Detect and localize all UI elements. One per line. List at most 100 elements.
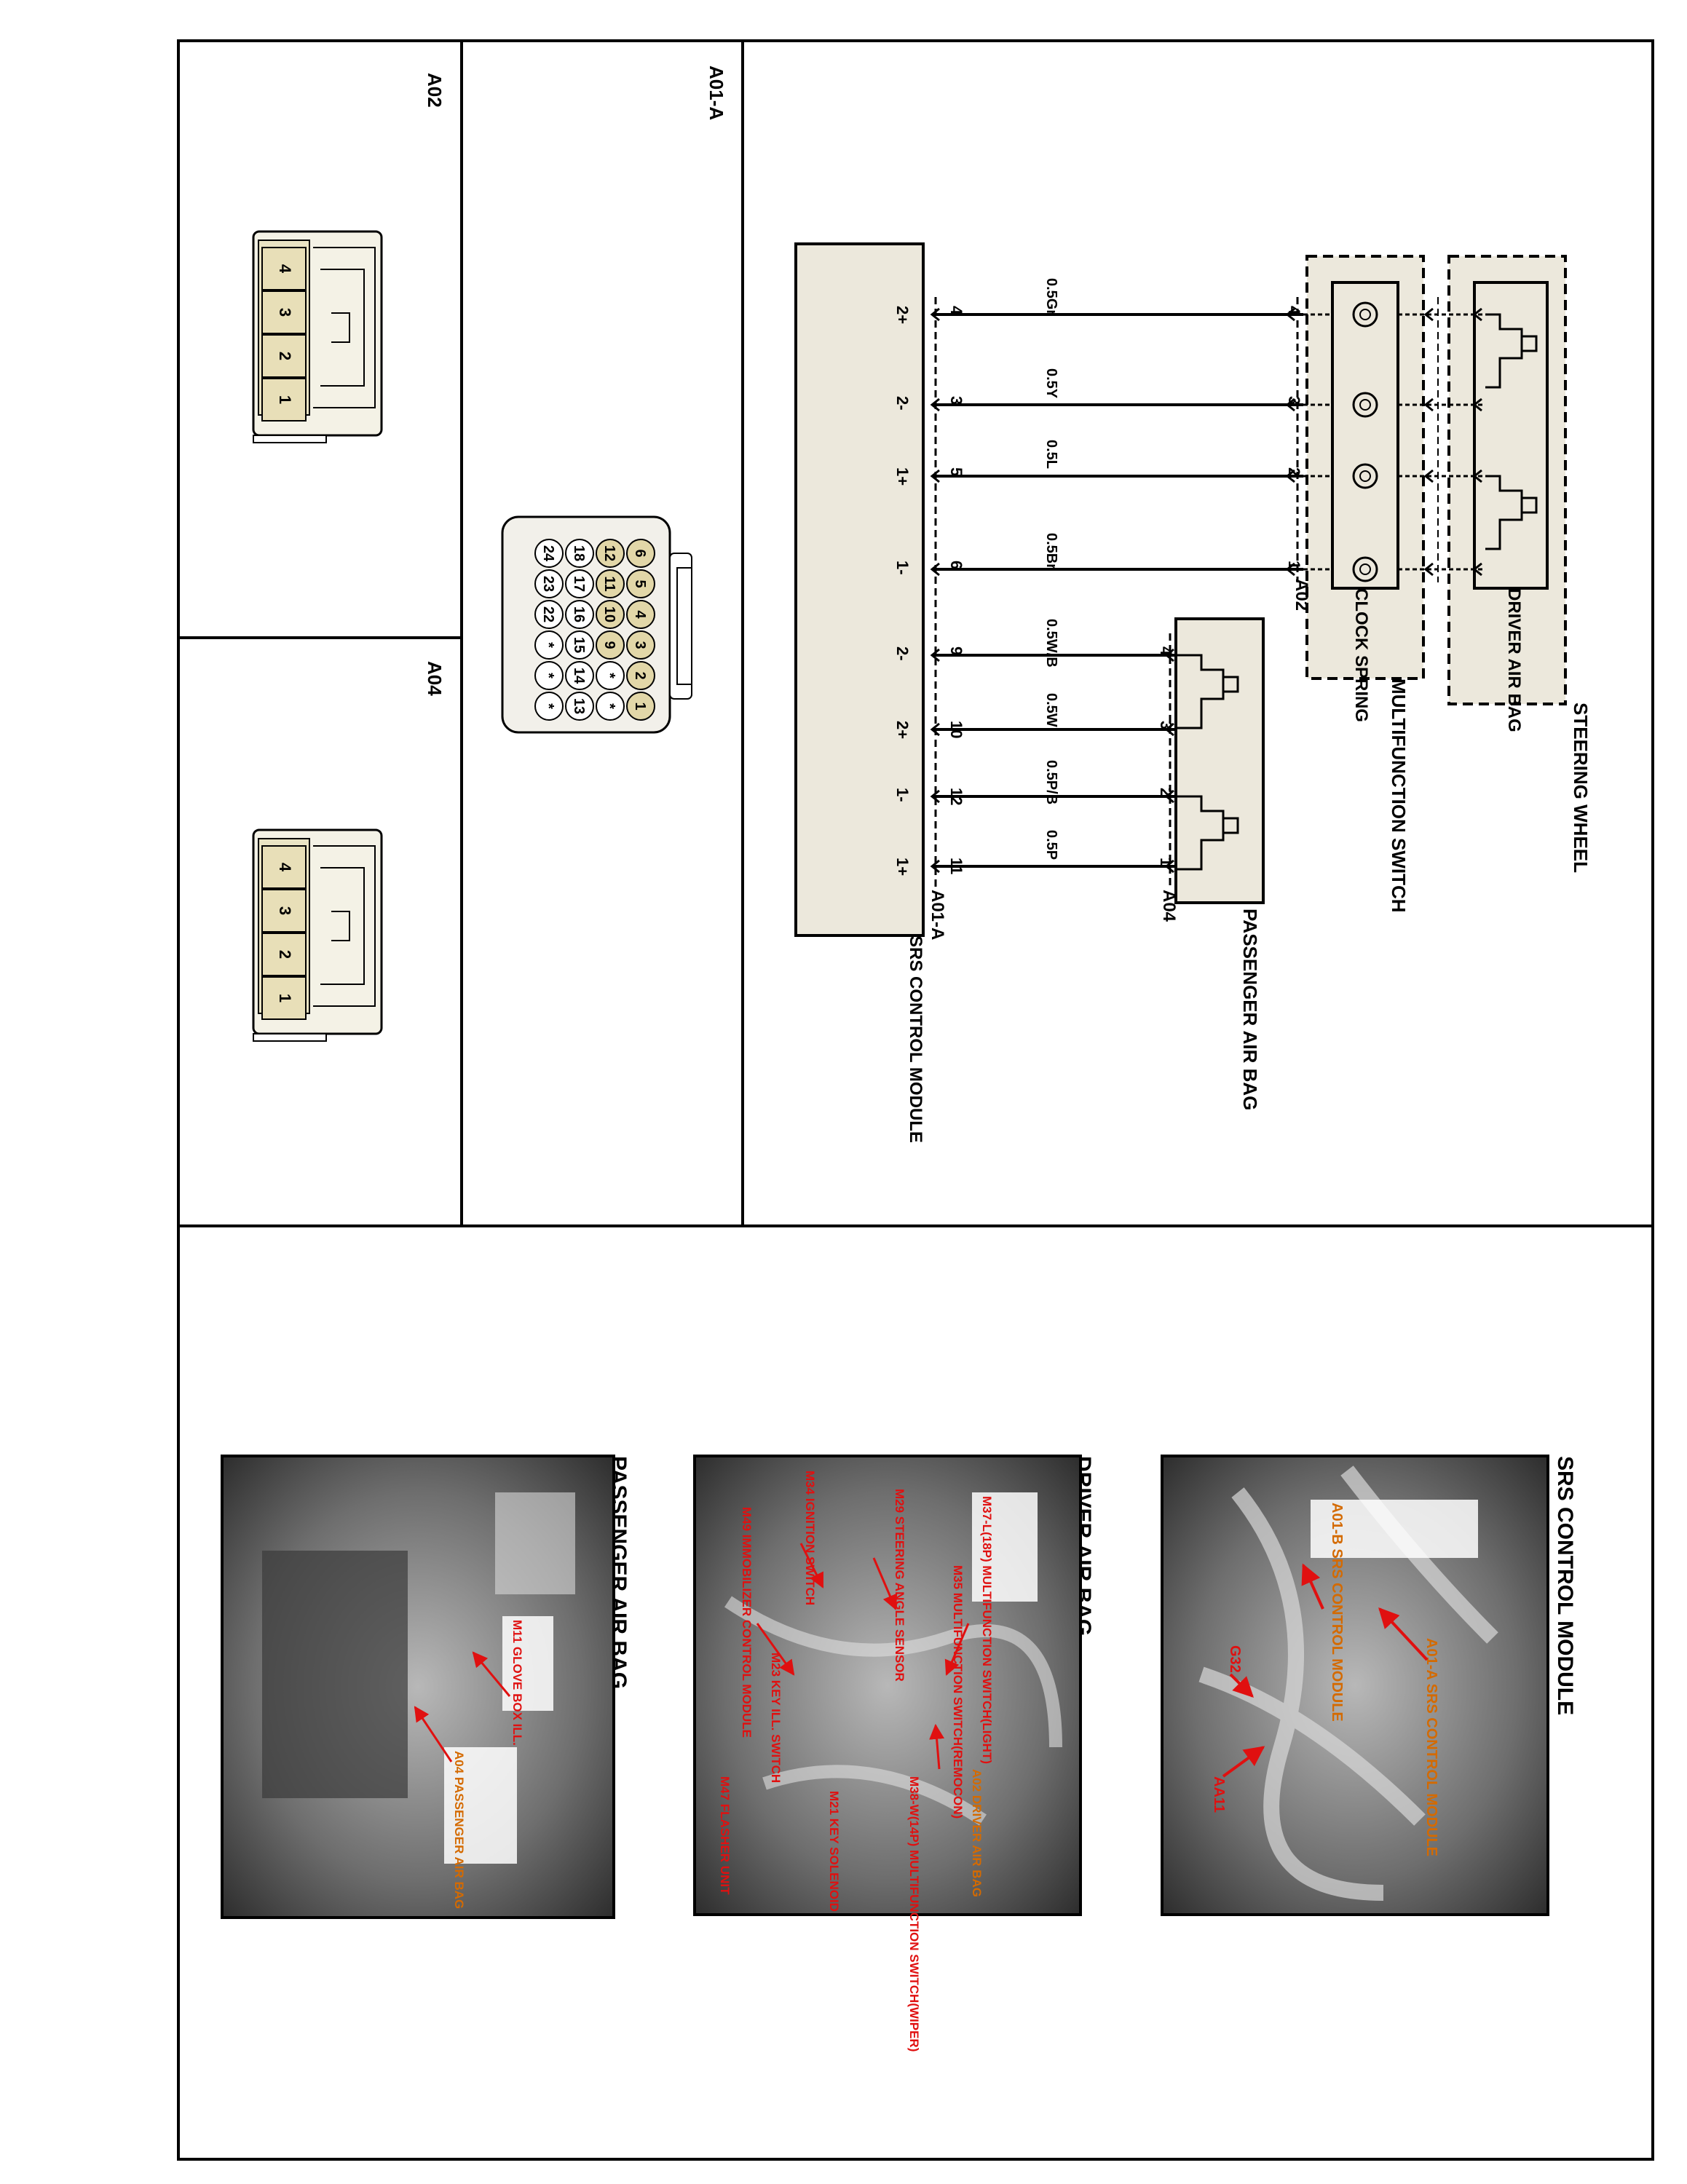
- callout-m35: M35 MULTIFUNCTION SWITCH(REMOCON): [951, 1565, 965, 1819]
- a04-schematic-label: A04: [1159, 890, 1179, 922]
- a01a-pin-cell: [596, 569, 625, 598]
- a01a-pin-number: 15: [571, 637, 587, 653]
- callout-m23: M23 KEY ILL. SWITCH: [769, 1653, 783, 1783]
- callout-a01b: A01-B SRS CONTROL MODULE: [1329, 1503, 1345, 1722]
- passenger-wire-color: 0.5W/B: [1043, 619, 1059, 668]
- passenger-air-bag-box: [1174, 617, 1265, 904]
- a02-schematic-label: A02: [1292, 579, 1311, 611]
- outer-frame: [177, 39, 1654, 2161]
- a04-pin-number: 4: [276, 863, 294, 872]
- passenger-module-pin: 10: [947, 721, 965, 738]
- squib-icon: [1176, 654, 1225, 729]
- a04-pin-cell: [261, 845, 307, 889]
- driver-air-bag-label: DRIVER AIR BAG: [1504, 588, 1524, 732]
- callout-a02-driver: A02 DRIVER AIR BAG: [970, 1769, 984, 1897]
- driver-module-pin: 6: [947, 561, 965, 569]
- passenger-signal: 2-: [893, 646, 912, 661]
- callout-aa11: AA11: [1211, 1776, 1227, 1813]
- a01a-pin-number: 12: [601, 545, 617, 561]
- a01a-pin-cell: [626, 569, 655, 598]
- a01a-pin-number: 16: [571, 606, 587, 622]
- a02-pin-cell: [261, 290, 307, 334]
- passenger-wire-color: 0.5P: [1043, 830, 1059, 860]
- a01a-pin-cell: [534, 630, 564, 660]
- a01a-pin-number: *: [601, 673, 617, 678]
- a01a-pin-cell: [626, 630, 655, 660]
- callout-m38: M38-W(14P) MULTIFUNCTION SWITCH(WIPER): [907, 1776, 921, 2052]
- passenger-wire-color: 0.5W: [1043, 693, 1059, 727]
- squib-icon: [1485, 475, 1523, 550]
- passenger-module-pin: 11: [947, 858, 965, 874]
- a04-pin-cell: [261, 976, 307, 1020]
- steering-wheel-label: STEERING WHEEL: [1570, 703, 1592, 873]
- a01a-pin-cell: [534, 539, 564, 568]
- a01a-pin-number: 3: [632, 641, 648, 649]
- a01a-pin-number: 24: [540, 545, 556, 562]
- srs-control-module-box: [794, 242, 925, 937]
- callout-m49: M49 IMMOBILIZER CONTROL MODULE: [740, 1507, 754, 1738]
- clock-spring-coil-icon: [1352, 301, 1378, 328]
- a01a-pin-cell: [565, 630, 594, 660]
- driver-wire-color: 0.5Br: [1043, 533, 1059, 569]
- a01a-pin-number: 2: [632, 671, 648, 679]
- photo-driver-air-bag: DRIVER AIR BAG M37-L(18P) MULTIFUNCTION …: [693, 1455, 1095, 2052]
- a01a-pin-cell: [596, 661, 625, 690]
- driver-signal: 1+: [893, 467, 912, 486]
- connector-a01a-view: A01-A 6543211211109**181716151413242322*…: [501, 66, 727, 734]
- a04-pin-number: 1: [276, 994, 294, 1002]
- clock-spring-coil-icon: [1352, 556, 1378, 582]
- driver-module-pin: 5: [947, 467, 965, 476]
- a01a-pin-number: 6: [632, 549, 648, 557]
- clock-spring-label: CLOCK SPRING: [1351, 588, 1371, 722]
- a02-pin-cell: [261, 334, 307, 378]
- a02-pin-number: 3: [276, 308, 294, 317]
- driver-signal: 2+: [893, 306, 912, 324]
- a01a-pin-number: 23: [540, 576, 556, 592]
- a04-pin-number: 2: [276, 950, 294, 959]
- a01a-pin-number: 5: [632, 579, 648, 587]
- passenger-signal: 1+: [893, 858, 912, 876]
- a02-pin-cell: [261, 378, 307, 422]
- clock-spring-coil-icon: [1352, 463, 1378, 489]
- a01a-pin-number: *: [540, 673, 556, 678]
- photo-srs-control-module: SRS CONTROL MODULE A01-B SRS CONTROL MOD…: [1161, 1455, 1577, 1916]
- passenger-signal: 2+: [893, 721, 912, 739]
- callout-a04-passenger: A04 PASSENGER AIR BAG: [452, 1751, 466, 1909]
- srs-control-module-label: SRS CONTROL MODULE: [906, 935, 925, 1143]
- clock-spring-coil-icon: [1352, 392, 1378, 418]
- a01a-pin-number: *: [540, 642, 556, 648]
- a01a-pin-number: 9: [601, 641, 617, 649]
- a01a-pin-cell: [596, 539, 625, 568]
- connector-a02-header: A02: [424, 73, 446, 108]
- driver-module-pin: 3: [947, 396, 965, 405]
- connector-a04-header: A04: [424, 661, 446, 696]
- connector-a01a-header: A01-A: [706, 66, 727, 120]
- a01a-pin-cell: [596, 600, 625, 629]
- driver-wire-color: 0.5L: [1043, 440, 1059, 469]
- a02-pin-number: 1: [276, 395, 294, 404]
- driver-air-bag-box: [1473, 281, 1549, 590]
- multifunction-switch-label: MULTIFUNCTION SWITCH: [1388, 678, 1410, 913]
- a01a-pin-number: 4: [632, 610, 648, 619]
- a01a-pin-cell: [565, 539, 594, 568]
- a01a-pin-cell: [565, 661, 594, 690]
- driver-end-pin: 4: [1285, 306, 1303, 315]
- photo-passenger-air-bag: PASSENGER AIR BAG M11 GLOVE BOX ILL. A04…: [221, 1455, 631, 1919]
- a01a-pin-cell: [626, 539, 655, 568]
- squib-icon: [1485, 313, 1523, 389]
- passenger-signal: 1-: [893, 788, 912, 802]
- a01a-pin-cell: [565, 600, 594, 629]
- a04-pin-cell: [261, 933, 307, 976]
- driver-wire-color: 0.5Gr: [1043, 278, 1059, 315]
- passenger-module-pin: 12: [947, 788, 965, 805]
- a04-pin-cell: [261, 889, 307, 933]
- passenger-wire-color: 0.5P/B: [1043, 760, 1059, 804]
- a01a-pin-cell: [534, 692, 564, 721]
- a01a-pin-number: 22: [540, 606, 556, 622]
- a01a-pin-cell: [626, 692, 655, 721]
- squib-icon: [1176, 795, 1225, 871]
- driver-module-pin: 4: [947, 306, 965, 315]
- driver-end-pin: 1: [1285, 561, 1303, 569]
- callout-g32: G32: [1227, 1645, 1243, 1673]
